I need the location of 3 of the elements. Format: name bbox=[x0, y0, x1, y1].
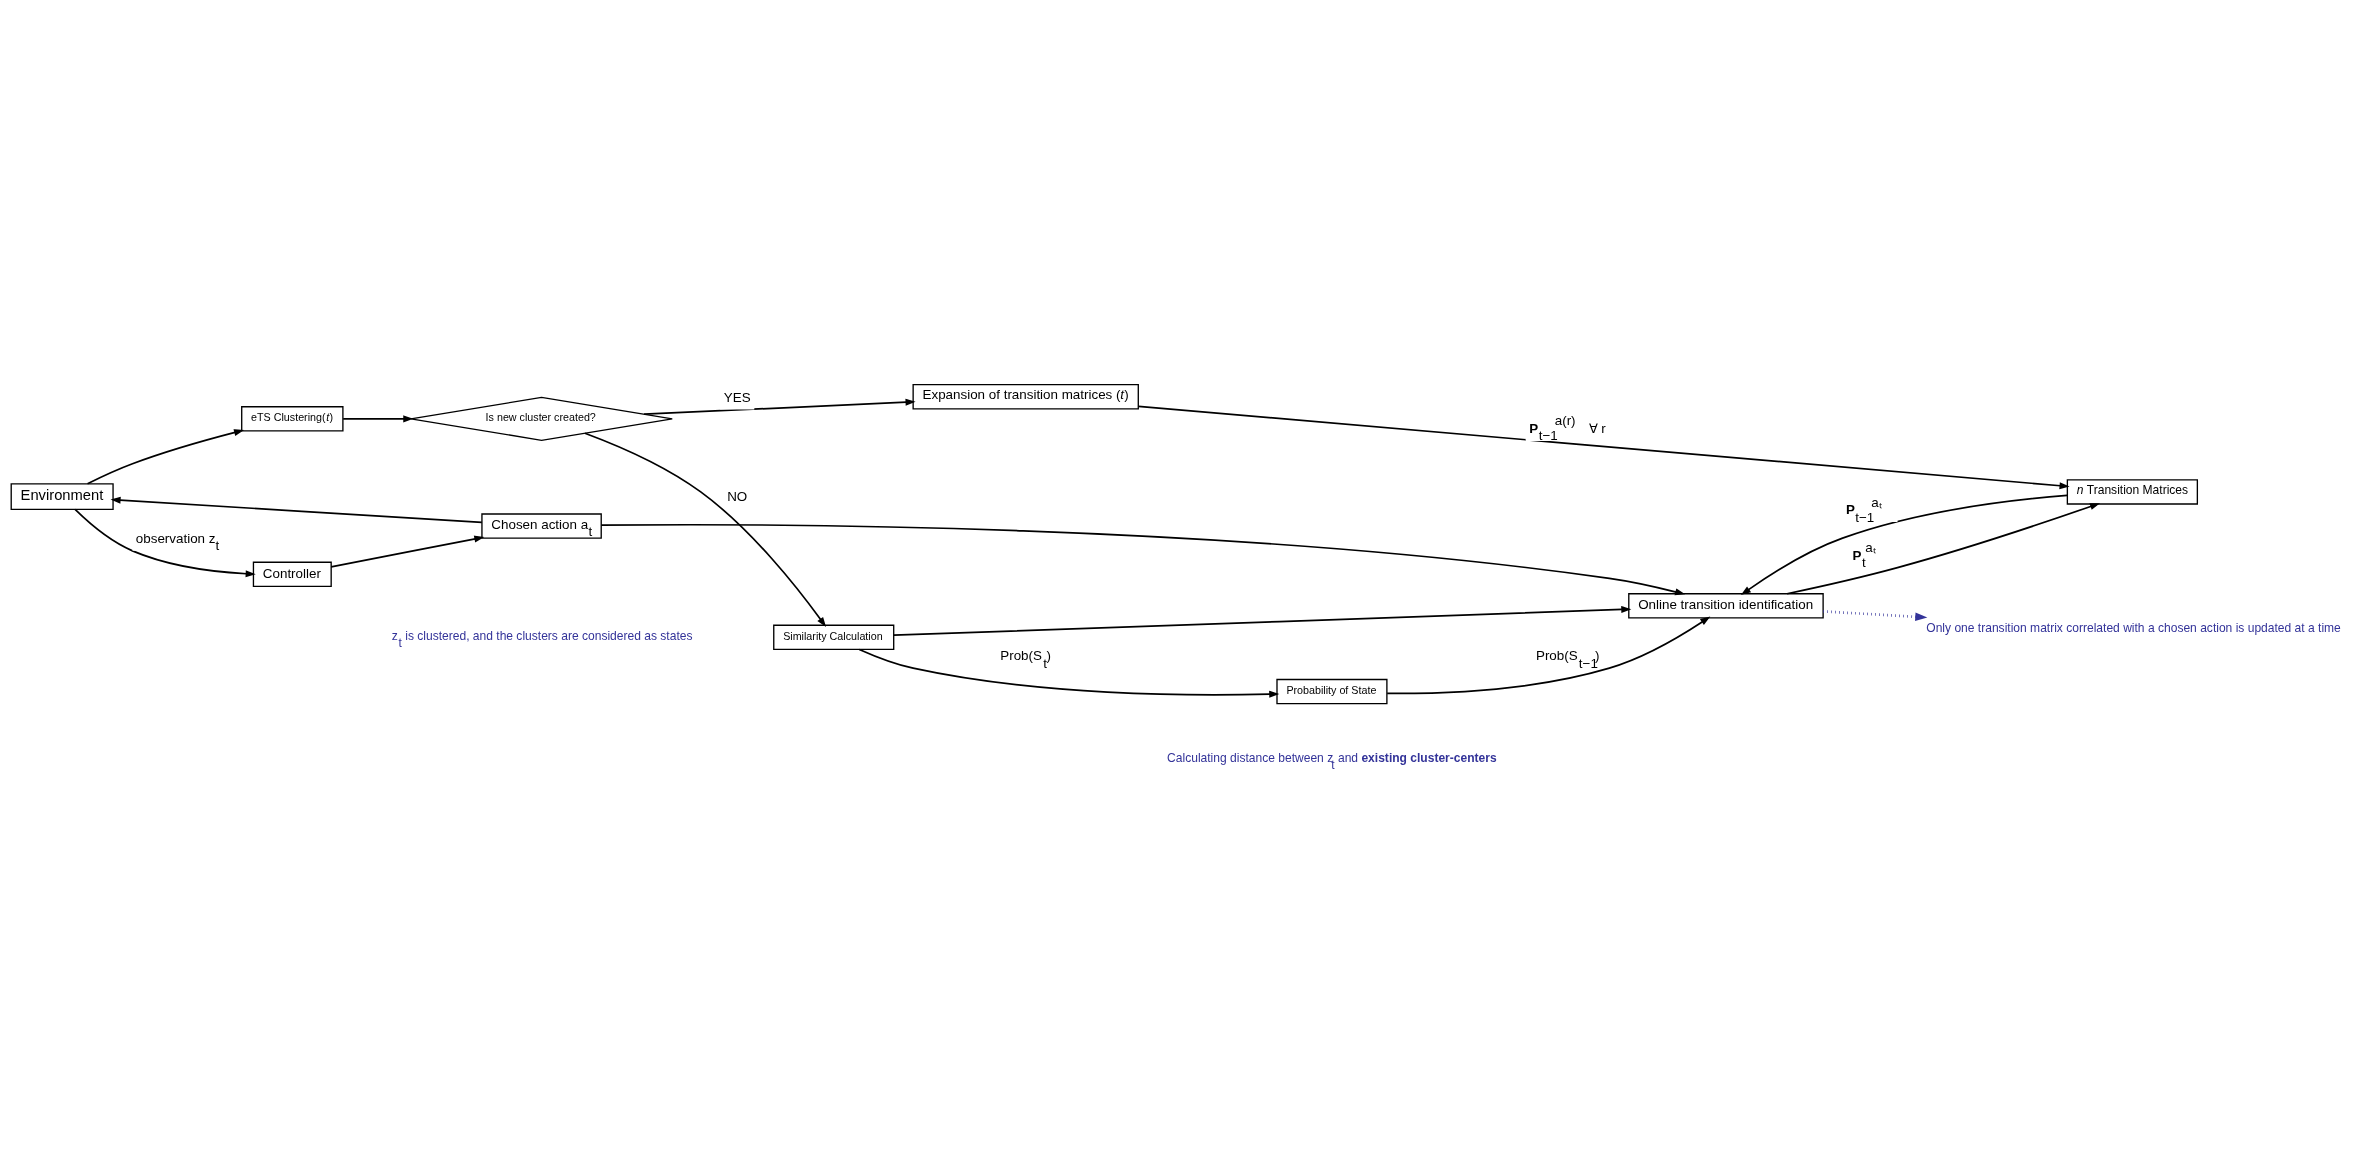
edge-label: YES bbox=[723, 390, 751, 406]
edge-label: NO bbox=[727, 488, 748, 504]
node-text: Only one transition matrix correlated with a chosen action is updated at a time bbox=[1926, 621, 2341, 636]
